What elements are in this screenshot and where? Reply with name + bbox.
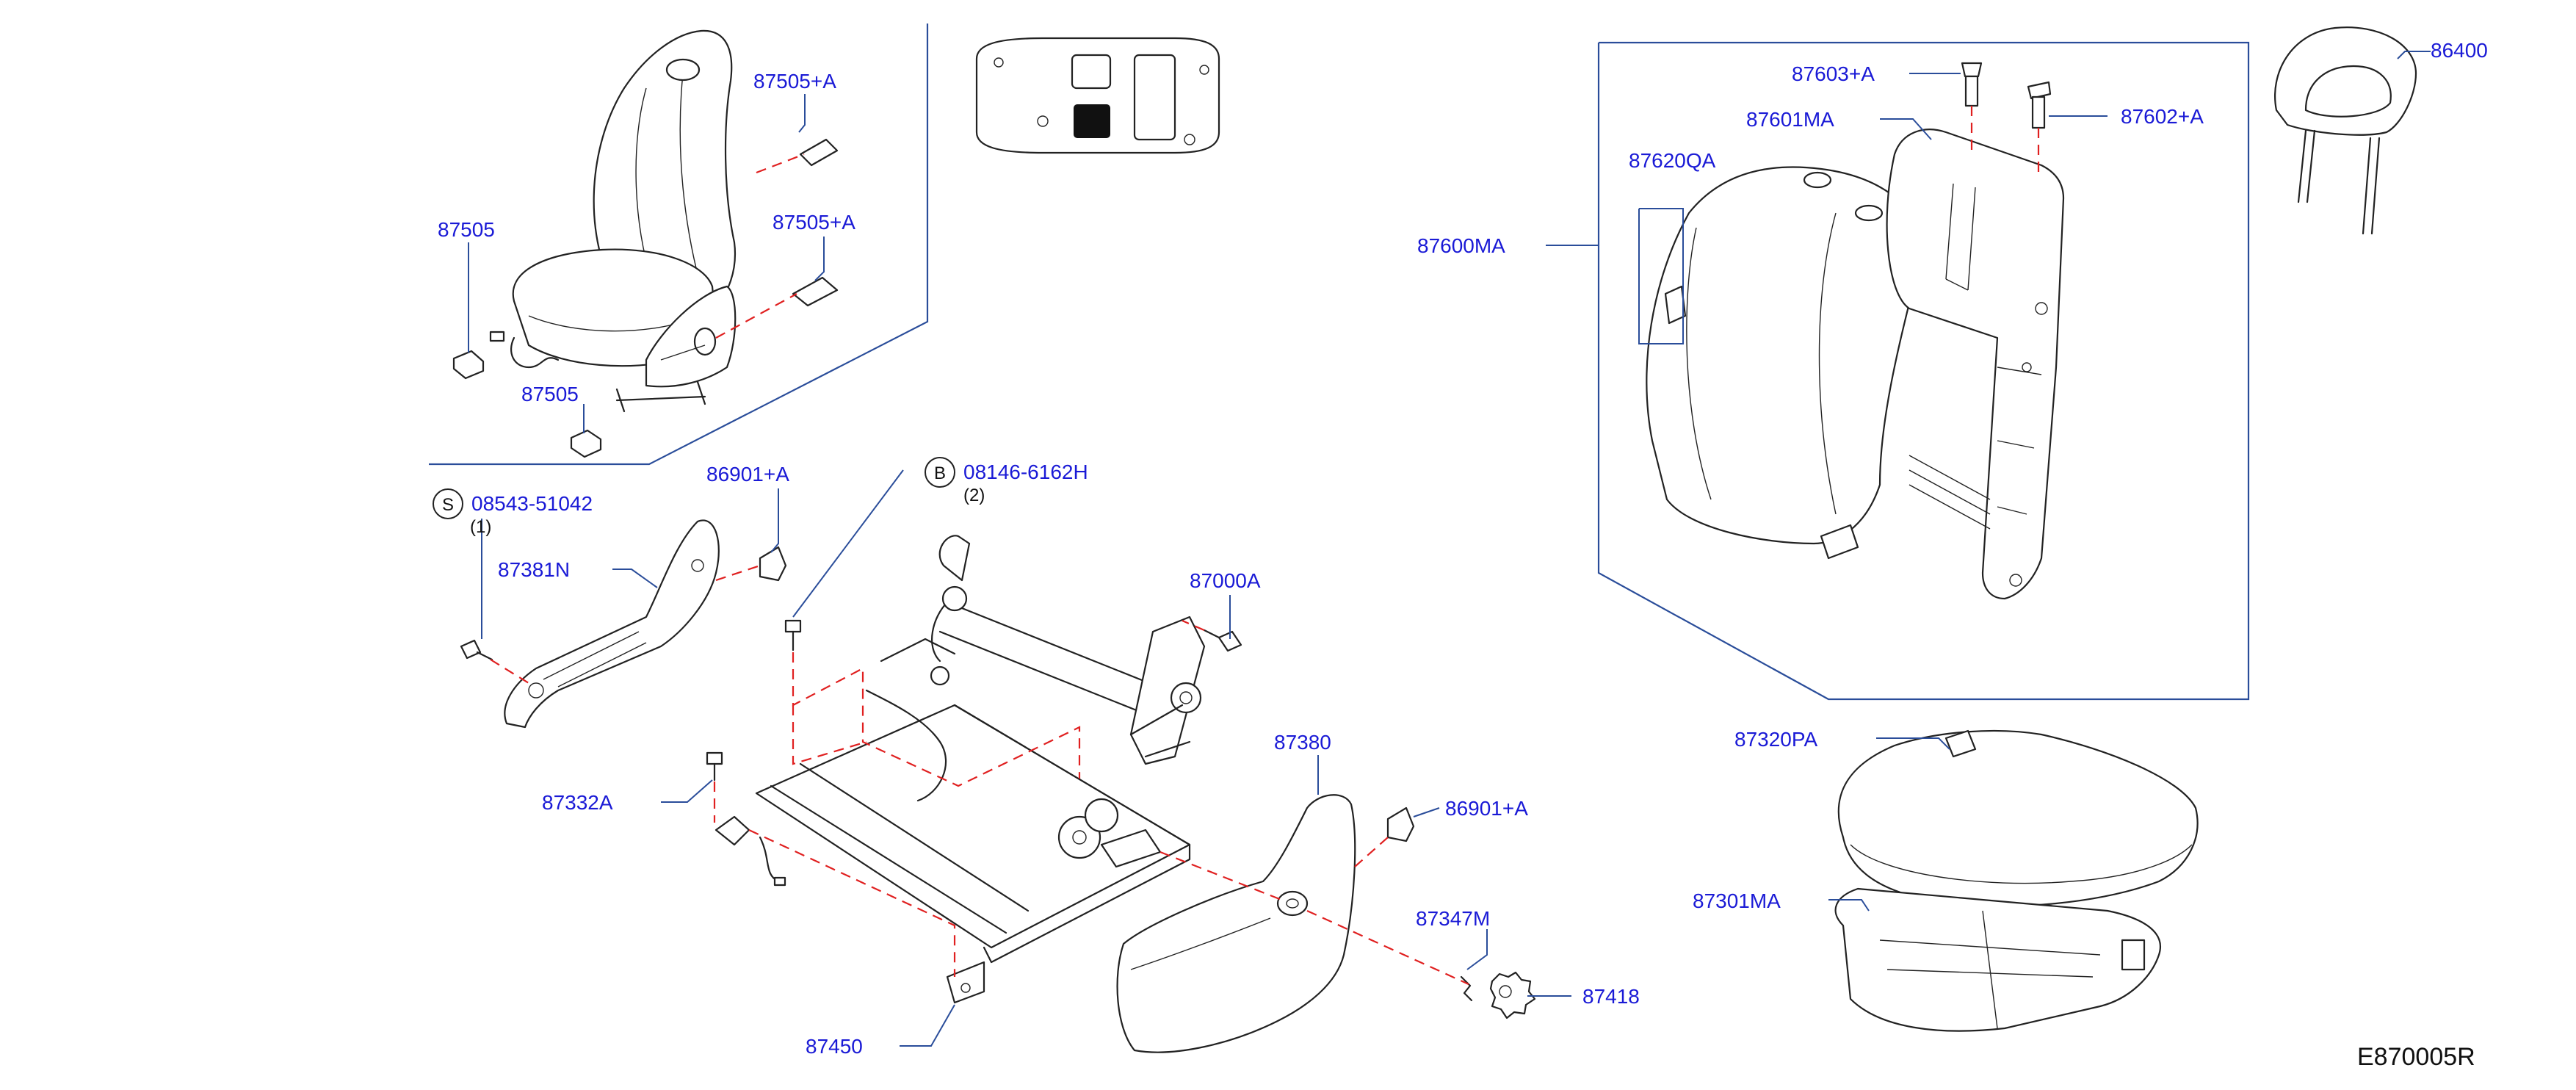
clip-parts <box>759 546 1415 842</box>
qty-s-bolt: (1) <box>470 517 491 537</box>
label-87347m: 87347M <box>1416 907 1490 930</box>
label-08146-6162h: 08146-6162H <box>963 461 1088 483</box>
headrest-guide-parts <box>1961 62 2052 129</box>
label-87000a: 87000A <box>1190 569 1261 592</box>
qty-b-bolt: (2) <box>963 486 985 505</box>
seatback-illustration <box>1646 129 2065 600</box>
label-86901-a-right: 86901+A <box>1445 797 1528 820</box>
seat-frame-illustration <box>714 535 1206 1004</box>
fastener-bolts <box>460 619 1242 782</box>
region-frames <box>429 24 2250 701</box>
label-87381n: 87381N <box>498 558 570 581</box>
label-87380: 87380 <box>1274 731 1331 754</box>
label-87418: 87418 <box>1582 985 1640 1008</box>
side-shield-illustration <box>1116 794 1356 1053</box>
label-87320pa: 87320PA <box>1734 728 1817 751</box>
label-87601ma: 87601MA <box>1746 108 1834 131</box>
label-86400: 86400 <box>2431 39 2488 62</box>
label-86901-a-left: 86901+A <box>706 463 789 486</box>
label-87603-a: 87603+A <box>1792 62 1875 85</box>
side-bracket-illustration <box>504 519 720 729</box>
seat-assembly-illustration <box>452 29 839 458</box>
label-87600ma: 87600MA <box>1417 234 1505 257</box>
callout-labels: 87505+A 87505 87505+A 87505 86901+A 0854… <box>438 39 2488 1058</box>
label-87505-bottom: 87505 <box>521 383 579 405</box>
symbol-s: S <box>442 495 454 515</box>
seat-cushion-illustration <box>1834 729 2199 1032</box>
leader-lines <box>468 51 2431 1047</box>
label-87332a: 87332A <box>542 791 613 814</box>
label-87450: 87450 <box>806 1035 863 1058</box>
label-87505-left: 87505 <box>438 218 495 241</box>
diagram-code: E870005R <box>2357 1043 2475 1071</box>
symbol-b: B <box>934 463 946 483</box>
assembly-dash-lines <box>490 106 2040 986</box>
vehicle-top-view-icon <box>975 37 1220 154</box>
label-87301ma: 87301MA <box>1693 889 1781 912</box>
fastener-symbols: S (1) B (2) <box>433 457 985 537</box>
label-87505-a-lower: 87505+A <box>773 211 855 234</box>
knob-parts <box>1460 971 1536 1019</box>
label-87505-a-upper: 87505+A <box>753 70 836 93</box>
headrest-illustration <box>2274 26 2417 235</box>
label-87620qa: 87620QA <box>1629 149 1716 172</box>
label-87602-a: 87602+A <box>2121 105 2204 128</box>
label-08543-51042: 08543-51042 <box>471 492 593 515</box>
